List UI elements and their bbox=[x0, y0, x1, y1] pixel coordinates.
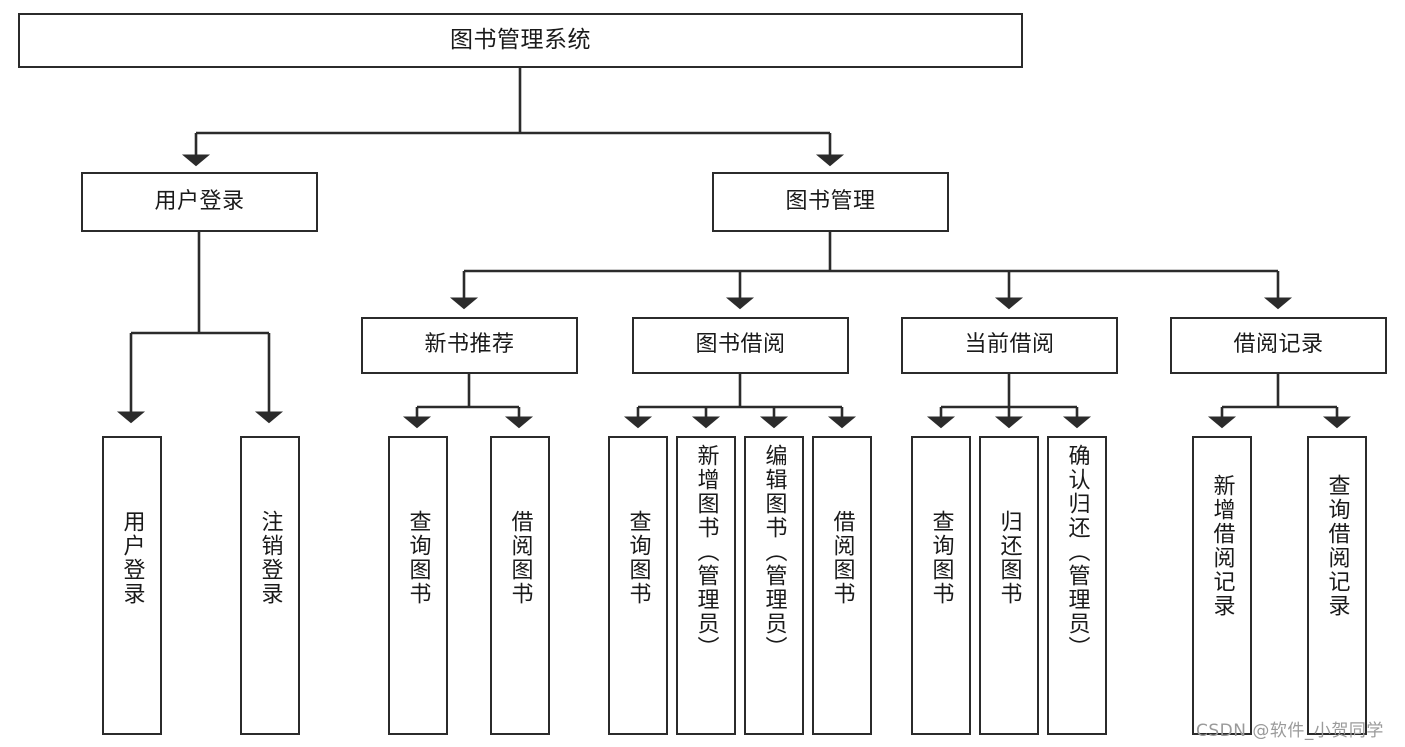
node-label: 新增借阅记录 bbox=[1209, 474, 1235, 618]
watermark-csdn: CSDN @软件_小贺同学 bbox=[1196, 721, 1384, 741]
leaf-query-borrow-record[interactable]: 查询借阅记录 bbox=[1307, 436, 1367, 735]
node-new-book-recommend[interactable]: 新书推荐 bbox=[361, 317, 578, 374]
node-label: 查询图书 bbox=[405, 510, 431, 606]
node-label: 查询图书 bbox=[928, 510, 954, 606]
node-user-login[interactable]: 用户登录 bbox=[81, 172, 318, 232]
leaf-user-login[interactable]: 用户登录 bbox=[102, 436, 162, 735]
node-label: 图书借阅 bbox=[695, 332, 786, 358]
leaf-logout[interactable]: 注销登录 bbox=[240, 436, 300, 735]
node-book-borrow[interactable]: 图书借阅 bbox=[632, 317, 849, 374]
leaf-edit-book-admin[interactable]: 编辑图书（管理员） bbox=[744, 436, 804, 735]
node-root-library-system[interactable]: 图书管理系统 bbox=[18, 13, 1023, 68]
node-label: 查询图书 bbox=[625, 510, 651, 606]
node-borrow-record[interactable]: 借阅记录 bbox=[1170, 317, 1387, 374]
node-label: 新增图书（管理员） bbox=[693, 444, 719, 660]
node-label: 借阅图书 bbox=[829, 510, 855, 606]
node-book-management[interactable]: 图书管理 bbox=[712, 172, 949, 232]
node-label: 编辑图书（管理员） bbox=[761, 444, 787, 660]
node-current-borrow[interactable]: 当前借阅 bbox=[901, 317, 1118, 374]
leaf-borrow-book[interactable]: 借阅图书 bbox=[812, 436, 872, 735]
leaf-confirm-return-admin[interactable]: 确认归还（管理员） bbox=[1047, 436, 1107, 735]
node-label: 图书管理系统 bbox=[450, 27, 591, 54]
node-label: 用户登录 bbox=[119, 510, 145, 606]
node-label: 借阅记录 bbox=[1233, 332, 1324, 358]
leaf-return-book[interactable]: 归还图书 bbox=[979, 436, 1039, 735]
leaf-query-book-current[interactable]: 查询图书 bbox=[911, 436, 971, 735]
leaf-borrow-book-new[interactable]: 借阅图书 bbox=[490, 436, 550, 735]
leaf-query-book-new[interactable]: 查询图书 bbox=[388, 436, 448, 735]
node-label: 确认归还（管理员） bbox=[1064, 444, 1090, 660]
node-label: 归还图书 bbox=[996, 510, 1022, 606]
leaf-add-borrow-record[interactable]: 新增借阅记录 bbox=[1192, 436, 1252, 735]
node-label: 新书推荐 bbox=[424, 332, 515, 358]
node-label: 借阅图书 bbox=[507, 510, 533, 606]
node-label: 图书管理 bbox=[785, 188, 876, 214]
node-label: 当前借阅 bbox=[964, 332, 1055, 358]
node-label: 用户登录 bbox=[154, 188, 245, 214]
node-label: 注销登录 bbox=[257, 510, 283, 606]
leaf-add-book-admin[interactable]: 新增图书（管理员） bbox=[676, 436, 736, 735]
node-label: 查询借阅记录 bbox=[1324, 474, 1350, 618]
leaf-query-book-borrow[interactable]: 查询图书 bbox=[608, 436, 668, 735]
